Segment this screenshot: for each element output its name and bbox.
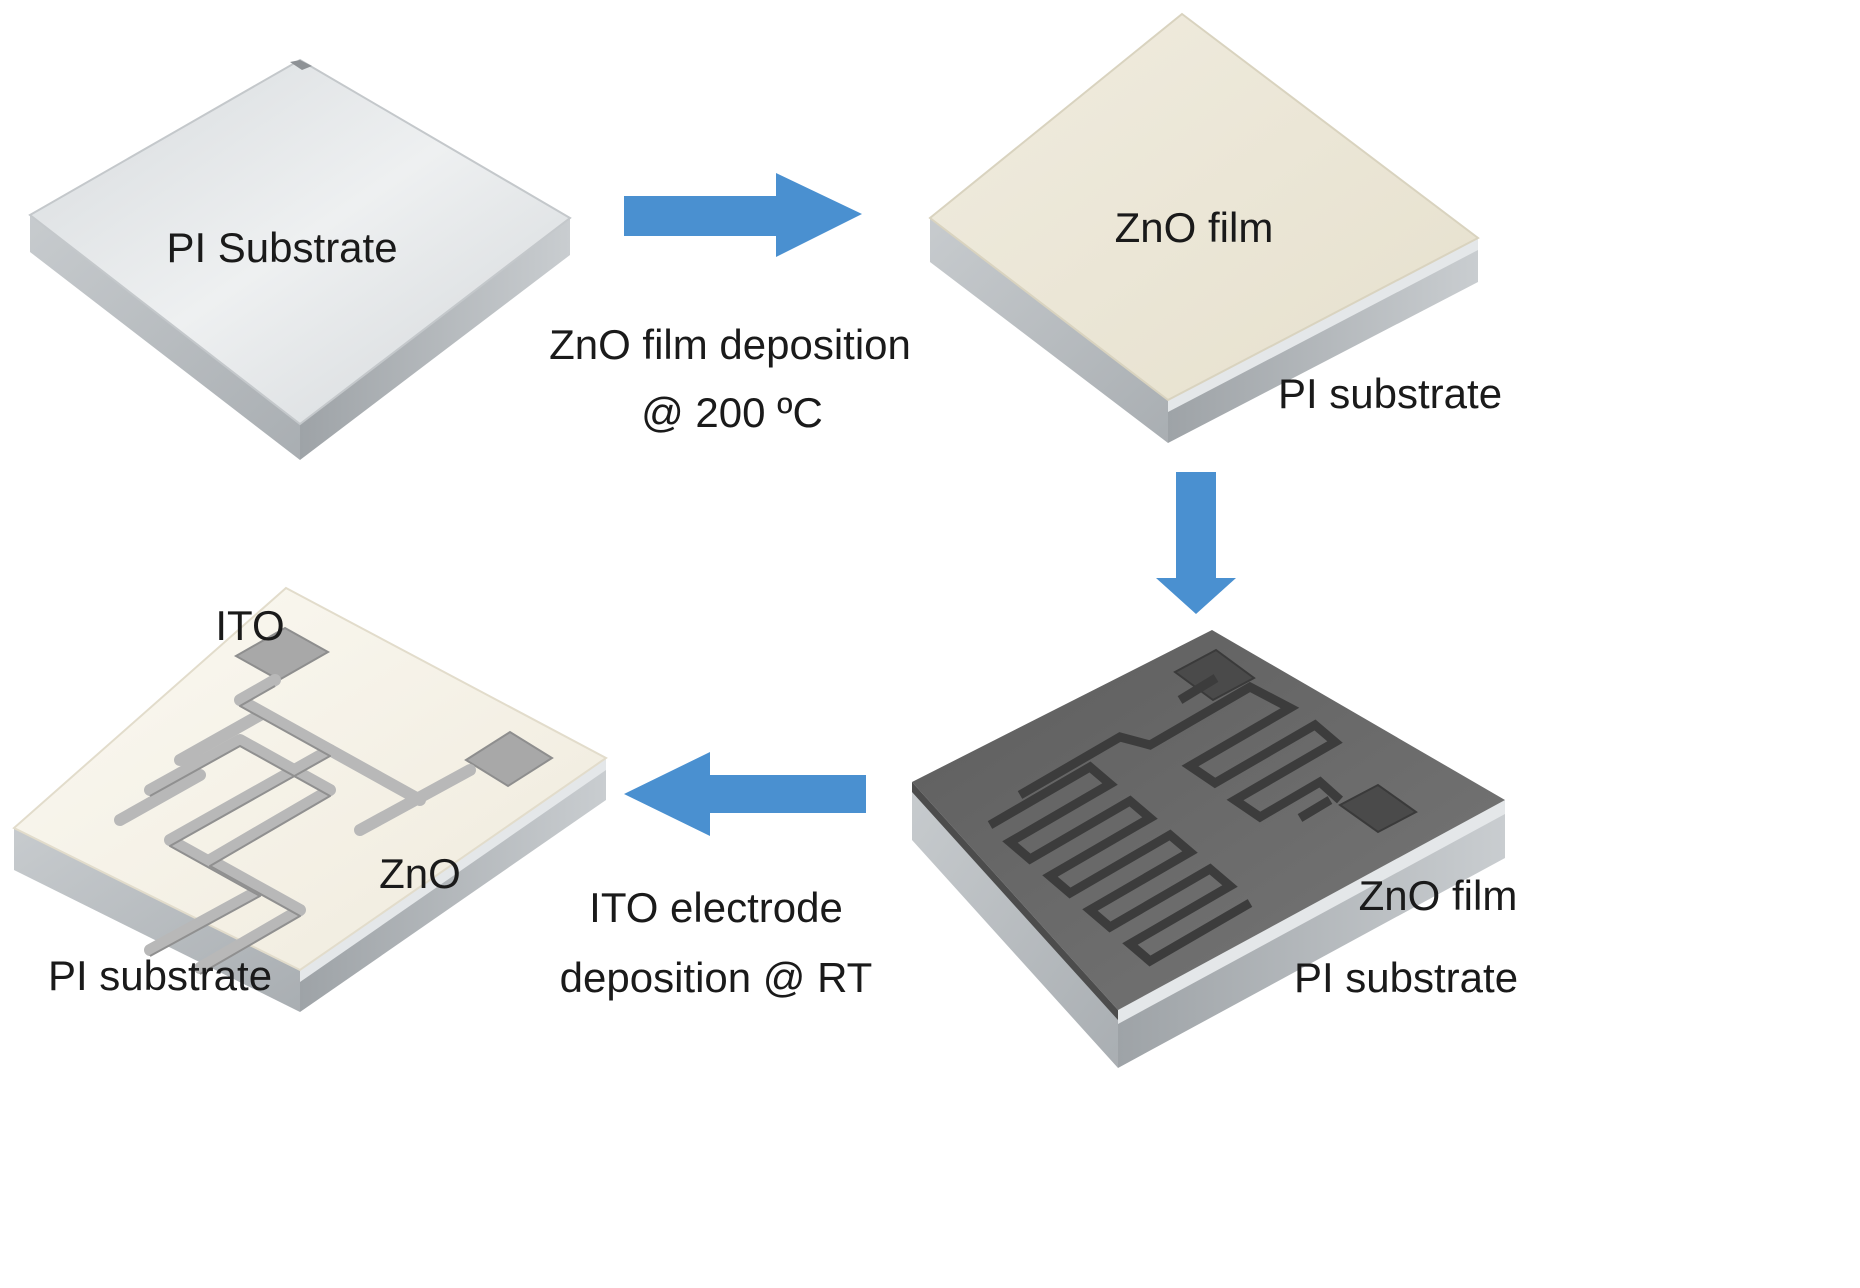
step3-trench-pattern	[987, 674, 1344, 967]
step4-zno-label: ZnO	[379, 850, 461, 897]
step4-ito-pad-top	[233, 626, 331, 682]
step3-pi-gap	[1118, 800, 1505, 1024]
arrow-left	[624, 752, 866, 836]
step3-film-label: ZnO film	[1359, 872, 1518, 919]
step3-dark-side-left	[912, 782, 1118, 1020]
step4-side-left	[14, 828, 300, 1012]
step3-patterned-zno	[912, 630, 1505, 1068]
step3-substrate-label: PI substrate	[1294, 954, 1518, 1001]
arrow-down	[1156, 472, 1236, 614]
step2-zno-on-pi	[928, 12, 1480, 443]
step4-ito-label: ITO	[215, 602, 284, 649]
arrow-right	[624, 173, 862, 257]
step4-substrate-label: PI substrate	[48, 952, 272, 999]
step2-substrate-label: PI substrate	[1278, 370, 1502, 417]
step1-pi-substrate	[28, 58, 572, 460]
step3-pad-recess-bottom	[1338, 783, 1418, 834]
step4-ito-device	[12, 586, 608, 1012]
step4-ito-fingers	[114, 674, 476, 974]
step1-substrate-label: PI Substrate	[166, 224, 397, 271]
step2-film-label: ZnO film	[1115, 204, 1274, 251]
step3-top-face	[912, 630, 1505, 1010]
step2-pi-gap	[1168, 238, 1478, 412]
step4-ito-finger-edges	[149, 685, 331, 975]
step1-top-face	[28, 58, 572, 426]
step2-top-face	[928, 12, 1480, 402]
step3-side-left	[912, 782, 1118, 1068]
step4-pi-gap	[300, 758, 606, 982]
arrow3-label-line1: ITO electrode	[589, 884, 843, 931]
step4-ito-pad-right	[464, 730, 554, 788]
step1-corner-mark	[290, 60, 312, 70]
step2-side-left	[930, 218, 1168, 443]
arrow1-label-line2: @ 200 ºC	[641, 389, 823, 436]
step1-side-left	[30, 215, 300, 460]
arrow3-label-line2: deposition @ RT	[560, 954, 873, 1001]
step3-side-right	[1118, 800, 1505, 1068]
step1-side-right	[300, 218, 570, 460]
arrow1-label-line1: ZnO film deposition	[549, 321, 911, 368]
